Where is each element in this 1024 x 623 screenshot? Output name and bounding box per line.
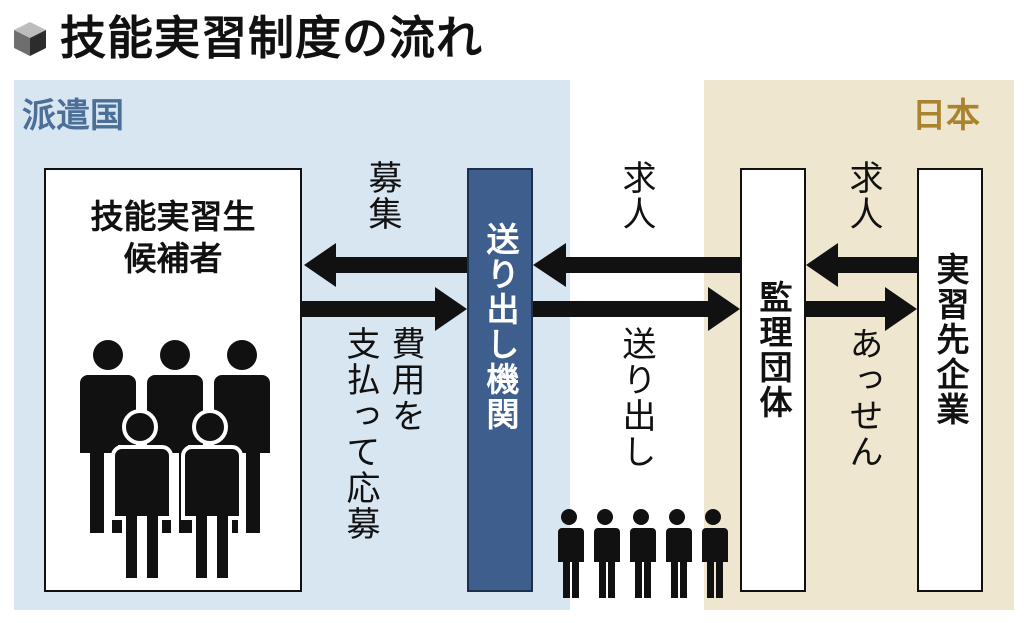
arrow-recruit xyxy=(304,243,467,287)
workers-row-icon xyxy=(558,509,728,598)
recruit-label: 募集 xyxy=(362,160,402,232)
job-offer-label-2: 求人 xyxy=(843,160,883,232)
page-title: 技能実習制度の流れ xyxy=(60,11,483,65)
placement-label: あっせん xyxy=(843,326,883,470)
arrow-job-offer-2 xyxy=(806,243,917,287)
host-company-label: 実習先企業 xyxy=(931,252,970,427)
supervising-org-box xyxy=(740,168,806,592)
supervising-org-label: 監理団体 xyxy=(754,280,793,420)
arrow-placement xyxy=(806,287,917,331)
send-out-label: 送り出し xyxy=(616,326,656,470)
candidates-label: 技能実習生 候補者 xyxy=(90,197,256,278)
sending-country-label: 派遣国 xyxy=(22,96,124,136)
sending-agency-box xyxy=(467,168,533,592)
apply-label: 支払って応募 xyxy=(340,326,380,542)
pay-fee-label: 費用を xyxy=(385,326,425,434)
japan-label: 日本 xyxy=(912,96,980,136)
arrow-job-offer-1 xyxy=(533,243,740,287)
host-company-box xyxy=(917,168,983,592)
job-offer-label-1: 求人 xyxy=(616,160,656,232)
arrow-send-out xyxy=(533,287,740,331)
cube-icon xyxy=(14,22,46,56)
sending-agency-label: 送り出し機関 xyxy=(481,222,520,432)
people-group-icon xyxy=(80,340,270,582)
arrow-apply xyxy=(302,287,467,331)
